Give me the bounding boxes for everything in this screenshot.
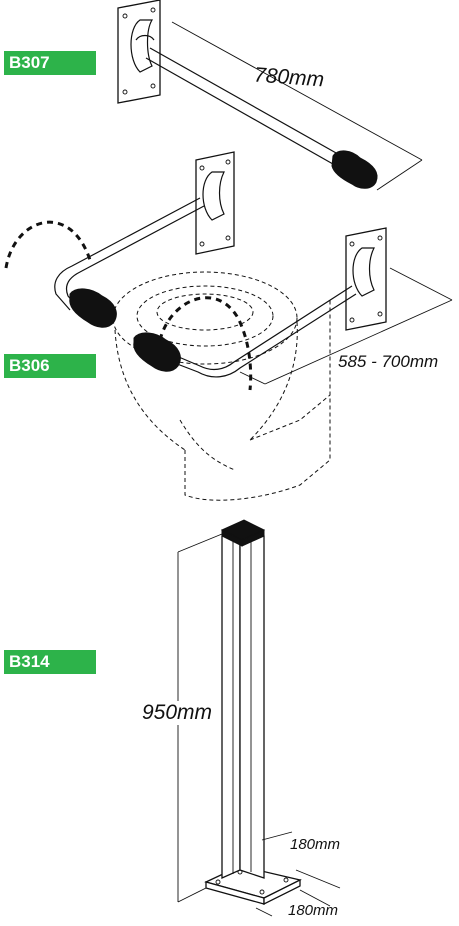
b306-hinged-rail (4, 151, 453, 391)
b314-base-width-label: 180mm (290, 836, 341, 853)
b307-rail (117, 0, 423, 191)
product-code-b306: B306 (4, 354, 96, 378)
b307-length-label: 780mm (253, 63, 325, 92)
b314-height-label: 950mm (140, 701, 215, 725)
product-code-b314: B314 (4, 650, 96, 674)
b314-floor-post (177, 519, 341, 917)
b314-base-depth-label: 180mm (288, 902, 339, 919)
b306-depth-range-label: 585 - 700mm (338, 352, 439, 371)
product-code-b307: B307 (4, 51, 96, 75)
toilet-outline (112, 271, 331, 501)
